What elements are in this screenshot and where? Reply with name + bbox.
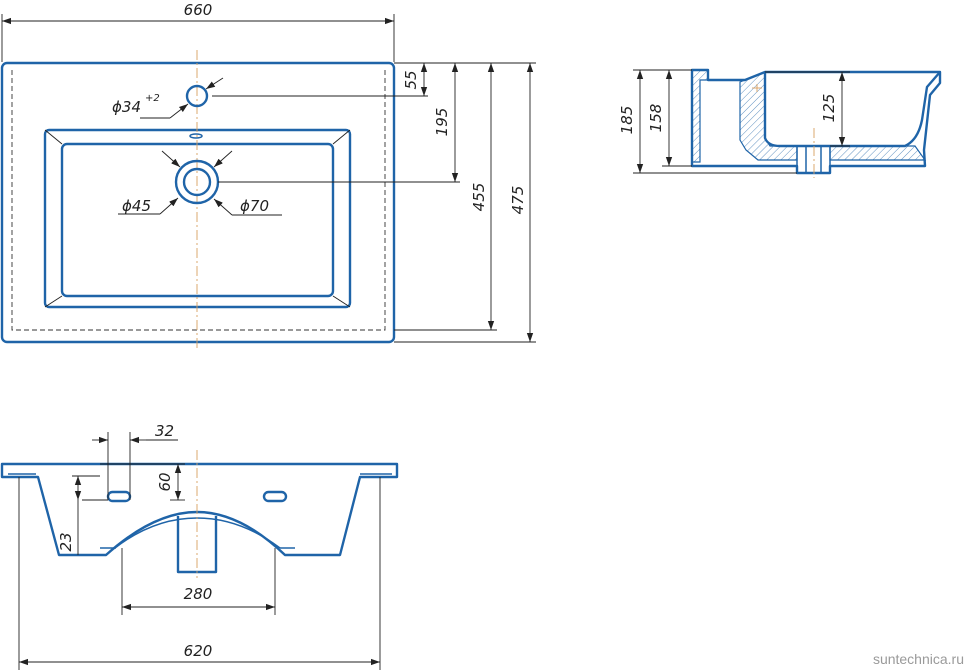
section-hatch-bottom bbox=[829, 145, 927, 161]
dim-overall-height: 185 bbox=[618, 106, 636, 135]
bowl-inner bbox=[60, 142, 335, 298]
dim-overall-depth: 475 bbox=[509, 186, 527, 215]
dim-bowl-height: 125 bbox=[820, 94, 838, 123]
front-view bbox=[0, 432, 399, 670]
sink-outline bbox=[0, 61, 396, 344]
bowl-outer bbox=[43, 128, 352, 309]
dim-overall-width: 660 bbox=[184, 1, 213, 19]
overflow-hole bbox=[189, 133, 203, 139]
dim-drain-offset: 195 bbox=[433, 108, 451, 137]
dim-bottom-width: 620 bbox=[184, 642, 213, 660]
dim-drain-outer-diameter: ϕ70 bbox=[240, 197, 269, 215]
dim-side-offset: 23 bbox=[57, 532, 75, 551]
section-hatch-wall bbox=[691, 69, 709, 163]
section-bowl-curve bbox=[763, 71, 941, 148]
rim-dashed-line bbox=[11, 70, 386, 331]
dim-slot-width: 32 bbox=[155, 422, 174, 440]
side-section-view bbox=[633, 68, 942, 178]
dim-drain-diameter: ϕ45 bbox=[122, 197, 151, 215]
watermark: suntechnica.ru bbox=[873, 651, 964, 667]
tap-hole bbox=[185, 84, 209, 108]
dim-tap-hole-diameter: ϕ34 bbox=[112, 98, 141, 116]
dim-tap-hole-tolerance: +2 bbox=[145, 93, 160, 104]
dim-bowl-depth-line: 455 bbox=[470, 183, 488, 212]
mounting-slot-right bbox=[262, 490, 288, 503]
top-view bbox=[0, 14, 536, 350]
front-bowl-curve bbox=[114, 517, 281, 549]
dim-side-height: 158 bbox=[647, 104, 665, 133]
drain-inner bbox=[182, 167, 212, 197]
dim-tap-hole-offset: 55 bbox=[402, 70, 420, 89]
mounting-slot-left bbox=[106, 490, 132, 503]
dim-slot-height: 60 bbox=[156, 472, 174, 491]
dim-bracket-spacing: 280 bbox=[184, 585, 213, 603]
